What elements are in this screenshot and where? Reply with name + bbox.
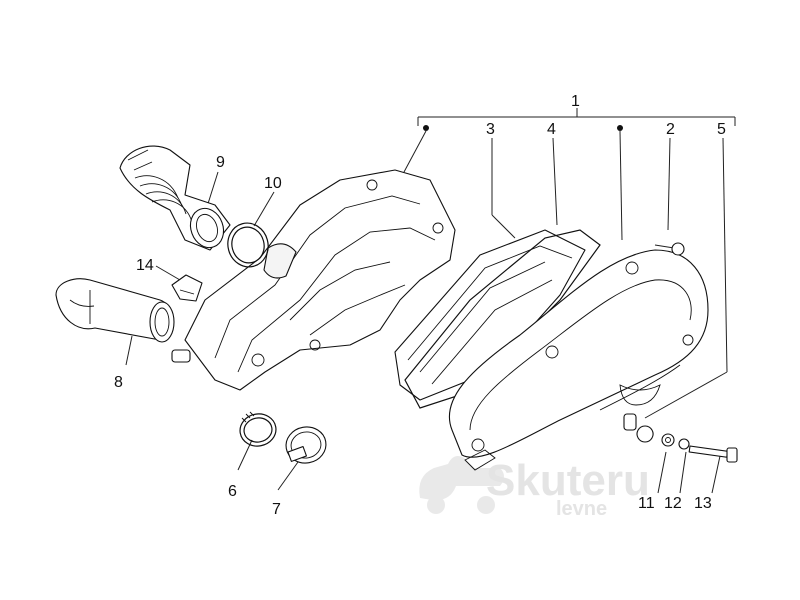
callout-9: 9 [216,154,225,171]
clip-part-14 [171,274,203,302]
washer-part-12 [661,433,690,450]
callout-12: 12 [664,495,682,512]
callout-3: 3 [486,121,495,138]
callout-10: 10 [264,175,282,192]
o-ring-part-10 [227,222,269,268]
callout-1: 1 [571,93,580,110]
screw-part-2 [654,242,685,256]
watermark: Skuteru levne [419,456,650,520]
intake-duct-part-8 [55,278,175,343]
leader-lines [125,130,728,494]
callout-14: 14 [136,257,154,274]
gasket-part-4 [404,229,601,409]
airbox-cover-part-5 [448,249,709,471]
filter-element-part-3 [394,229,586,401]
watermark-scooter-logo [419,456,504,514]
intake-hose-part-9 [119,145,231,251]
callout-labels: 1 2 3 4 5 6 7 8 9 10 11 12 13 14 [114,93,726,518]
clamp-part-6 [239,411,277,447]
watermark-brand: Skuteru [486,456,650,505]
bolt-part-13 [688,445,738,463]
bullet-dot-right [617,125,623,131]
callout-13: 13 [694,495,712,512]
watermark-subtitle: levne [556,498,607,520]
callout-7: 7 [272,501,281,518]
hose-clamp-part-7 [285,426,327,464]
bushing-part-11 [623,413,654,443]
callout-11: 11 [638,495,655,512]
assembly-bracket [417,108,736,131]
callout-8: 8 [114,374,123,391]
callout-4: 4 [547,121,556,138]
bullet-dot-left [423,125,429,131]
callout-6: 6 [228,483,237,500]
callout-5: 5 [717,121,726,138]
callout-2: 2 [666,121,675,138]
airbox-housing [171,169,456,391]
